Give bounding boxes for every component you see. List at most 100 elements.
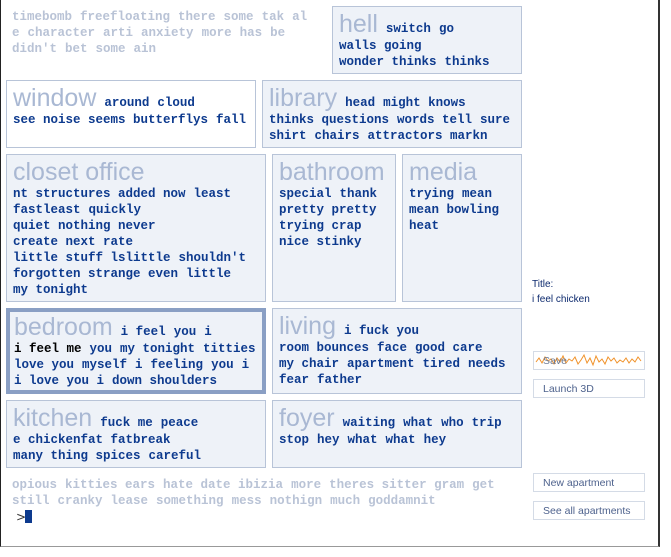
see-all-apartments-button[interactable]: See all apartments <box>533 501 645 520</box>
word[interactable]: face <box>377 341 408 355</box>
word[interactable]: i love you i <box>14 374 105 388</box>
faint-word[interactable]: freefloating <box>80 10 171 24</box>
faint-word[interactable]: e <box>12 26 20 40</box>
word[interactable]: hey <box>317 433 340 447</box>
faint-word[interactable]: bet <box>65 42 88 56</box>
word[interactable]: fastleast <box>13 203 81 217</box>
faint-word[interactable]: something <box>156 494 224 508</box>
word[interactable]: create next rate <box>13 235 134 249</box>
faint-word[interactable]: more <box>201 26 232 40</box>
word[interactable]: quickly <box>88 203 142 217</box>
word[interactable]: head <box>345 96 376 110</box>
word[interactable]: peace <box>160 416 199 430</box>
word[interactable]: what <box>385 433 416 447</box>
word[interactable]: tired <box>422 357 461 371</box>
word[interactable]: my tonight <box>13 283 89 297</box>
word[interactable]: stop <box>279 433 310 447</box>
faint-word[interactable]: get <box>472 478 495 492</box>
word[interactable]: trip <box>471 416 502 430</box>
word[interactable]: walls going <box>339 39 422 53</box>
launch-3d-button[interactable]: Launch 3D <box>533 379 645 398</box>
faint-word[interactable]: much <box>330 494 361 508</box>
faint-word[interactable]: there <box>178 10 216 24</box>
faint-word[interactable]: tak <box>261 10 285 24</box>
word[interactable]: i <box>135 358 143 372</box>
word[interactable]: i fuck you <box>343 324 419 338</box>
word[interactable]: you <box>211 358 234 372</box>
faint-word[interactable]: ain <box>133 42 157 56</box>
word[interactable]: trying <box>409 187 455 201</box>
word[interactable]: thank <box>339 187 378 201</box>
word[interactable]: good care <box>415 341 483 355</box>
word[interactable]: needs <box>468 357 506 371</box>
faint-word[interactable]: arti <box>103 26 134 40</box>
word[interactable]: nt structures added now <box>13 187 186 201</box>
word[interactable]: my tonight <box>120 342 196 356</box>
word[interactable]: feeling <box>150 358 204 372</box>
faint-word[interactable]: still <box>12 494 50 508</box>
word[interactable]: love you <box>14 358 75 372</box>
word[interactable]: down shoulders <box>112 374 218 388</box>
word[interactable]: who <box>441 416 464 430</box>
word[interactable]: little <box>186 267 232 281</box>
faint-word[interactable]: mess <box>231 494 262 508</box>
faint-word[interactable]: more <box>291 478 322 492</box>
word[interactable]: little stuff lslittle <box>13 251 171 265</box>
word[interactable]: waiting <box>342 416 396 430</box>
word[interactable]: forgotten strange even <box>13 267 179 281</box>
faint-word[interactable]: has <box>239 26 263 40</box>
word[interactable]: see noise seems butterflys <box>13 113 209 127</box>
word[interactable]: mean <box>462 187 493 201</box>
faint-word[interactable]: al <box>292 10 308 24</box>
word[interactable]: trying crap <box>279 219 362 233</box>
word[interactable]: my chair <box>279 357 340 371</box>
new-apartment-button[interactable]: New apartment <box>533 473 645 492</box>
word[interactable]: wonder thinks <box>339 55 437 69</box>
word[interactable]: apartment <box>347 357 415 371</box>
word[interactable]: chairs <box>314 129 360 143</box>
word[interactable]: what <box>403 416 434 430</box>
word[interactable]: titties <box>203 342 256 356</box>
word[interactable]: attractors markn <box>367 129 488 143</box>
command-input-cursor[interactable] <box>25 510 32 523</box>
faint-word[interactable]: be <box>270 26 286 40</box>
word[interactable]: i <box>204 325 212 339</box>
faint-word[interactable]: theres sitter gram <box>329 478 465 492</box>
word[interactable]: go <box>438 22 454 36</box>
faint-word[interactable]: lease <box>110 494 149 508</box>
faint-word[interactable]: timebomb <box>12 10 73 24</box>
word[interactable]: what <box>347 433 378 447</box>
word[interactable]: room bounces <box>279 341 370 355</box>
faint-word[interactable]: some <box>223 10 254 24</box>
word[interactable]: father <box>317 373 363 387</box>
faint-word[interactable]: didn't <box>12 42 58 56</box>
word[interactable]: i feel <box>120 325 166 339</box>
word[interactable]: heat <box>409 219 440 233</box>
word[interactable]: might knows <box>383 96 466 110</box>
faint-word[interactable]: hate date ibizia <box>163 478 284 492</box>
word[interactable]: hey <box>423 433 447 447</box>
word[interactable]: pretty pretty <box>279 203 377 217</box>
word[interactable]: quiet nothing never <box>13 219 156 233</box>
word[interactable]: special <box>279 187 332 201</box>
word[interactable]: words tell <box>397 113 473 127</box>
word[interactable]: you <box>173 325 197 339</box>
word[interactable]: thinks <box>444 55 490 69</box>
word[interactable]: many thing spices <box>13 449 141 463</box>
word[interactable]: e chickenfat fatbreak <box>13 433 171 447</box>
word[interactable]: you <box>89 342 113 356</box>
word[interactable]: shouldn't <box>178 251 247 265</box>
word[interactable]: fall <box>216 113 247 127</box>
word[interactable]: nice stinky <box>279 235 362 249</box>
word[interactable]: fear <box>279 373 310 387</box>
faint-word[interactable]: some <box>95 42 126 56</box>
highlighted-phrase[interactable]: i feel me <box>14 342 82 356</box>
word[interactable]: thinks questions <box>269 113 390 127</box>
faint-word[interactable]: opious <box>12 478 58 492</box>
faint-word[interactable]: anxiety <box>141 26 194 40</box>
word[interactable]: i <box>241 358 250 372</box>
faint-word[interactable]: character <box>27 26 96 40</box>
faint-word[interactable]: kitties ears <box>65 478 156 492</box>
word[interactable]: sure <box>480 113 511 127</box>
